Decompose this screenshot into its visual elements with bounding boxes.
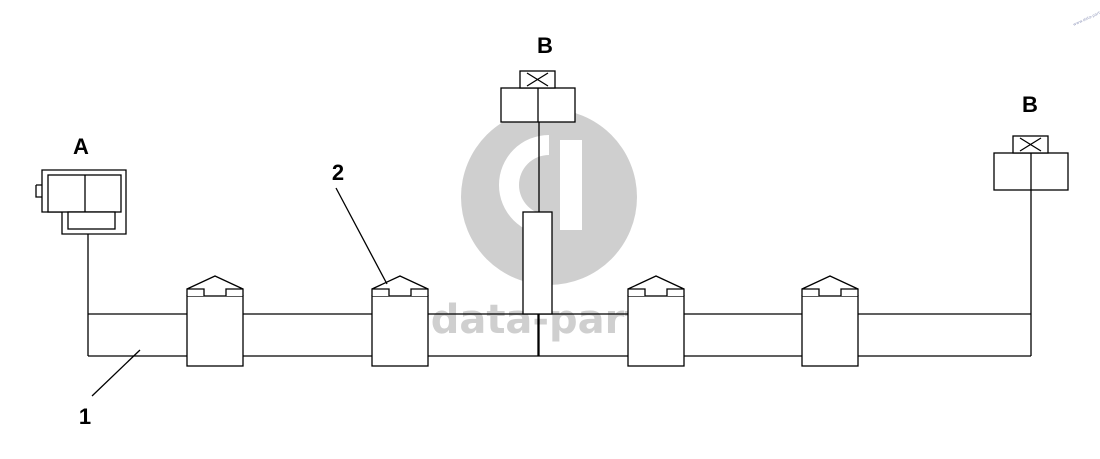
clip-2-arrow-icon <box>371 275 429 296</box>
connector-b-center: B <box>500 33 576 356</box>
clip-1-arrow-icon <box>186 275 244 296</box>
callout-1-leader <box>91 349 141 397</box>
connector-b-right-cross-icon <box>1019 137 1042 152</box>
connector-a-label: A <box>73 134 89 159</box>
connector-b-right: B <box>993 92 1069 314</box>
clip-4 <box>801 275 859 367</box>
clip-4-body <box>801 295 859 367</box>
connector-b-center-label: B <box>537 33 553 58</box>
connector-a-latch <box>35 184 42 198</box>
clip-3-arrow-icon <box>627 275 685 296</box>
callout-2-leader <box>335 187 388 285</box>
watermark-logo-d-shape <box>498 134 549 236</box>
corner-mark: www.data-parts <box>1072 9 1100 27</box>
clip-3-body <box>627 295 685 367</box>
callout-1: 1 <box>79 349 141 429</box>
watermark-logo-icon <box>461 109 637 285</box>
connector-b-center-cross-icon <box>526 72 549 87</box>
clip-1 <box>186 275 244 367</box>
connector-a: A <box>35 134 127 314</box>
harness-trunk <box>87 313 1032 357</box>
clip-2 <box>371 275 429 367</box>
connector-a-tab <box>67 211 116 230</box>
callout-1-label: 1 <box>79 404 91 429</box>
watermark-logo-p-stem <box>560 140 582 230</box>
callout-2: 2 <box>332 160 388 285</box>
branch-sleeve <box>522 211 553 315</box>
clip-3 <box>627 275 685 367</box>
clip-1-body <box>186 295 244 367</box>
connector-b-right-label: B <box>1022 92 1038 117</box>
clip-2-body <box>371 295 429 367</box>
callout-2-label: 2 <box>332 160 344 185</box>
clip-4-arrow-icon <box>801 275 859 296</box>
